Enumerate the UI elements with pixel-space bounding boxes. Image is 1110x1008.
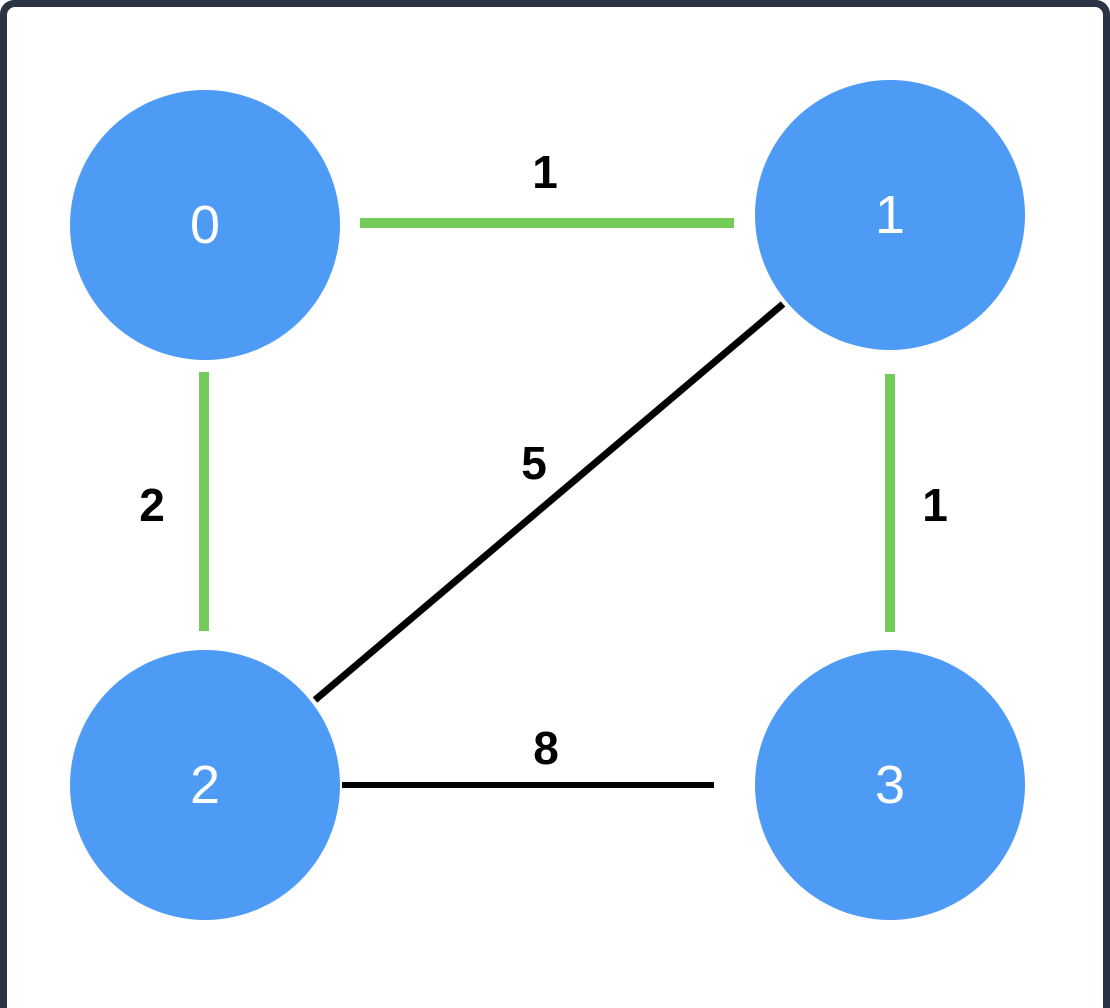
edge-weight-label-1-2: 5: [521, 437, 547, 489]
node-circle-1[interactable]: [755, 80, 1025, 350]
node-circle-0[interactable]: [70, 90, 340, 360]
node-circle-2[interactable]: [70, 650, 340, 920]
node-label-1: 1: [875, 185, 905, 245]
graph-node-2[interactable]: 2: [70, 650, 340, 920]
edge-weight-label-1-3: 1: [922, 479, 948, 531]
edge-weight-label-2-3: 8: [533, 722, 559, 774]
node-label-3: 3: [875, 755, 905, 815]
graph-edge-1-2[interactable]: [312, 301, 786, 703]
node-circle-3[interactable]: [755, 650, 1025, 920]
graph-node-0[interactable]: 0: [70, 90, 340, 360]
graph-node-3[interactable]: 3: [755, 650, 1025, 920]
edge-weight-label-0-1: 1: [532, 146, 558, 198]
graph-node-1[interactable]: 1: [755, 80, 1025, 350]
node-label-0: 0: [190, 195, 220, 255]
edges-layer: [199, 218, 895, 788]
node-label-2: 2: [190, 755, 220, 815]
edge-labels-layer: 1 2 1 5 8: [139, 146, 948, 774]
edge-weight-label-0-2: 2: [139, 479, 165, 531]
nodes-layer: 0 1 2 3: [70, 80, 1025, 920]
